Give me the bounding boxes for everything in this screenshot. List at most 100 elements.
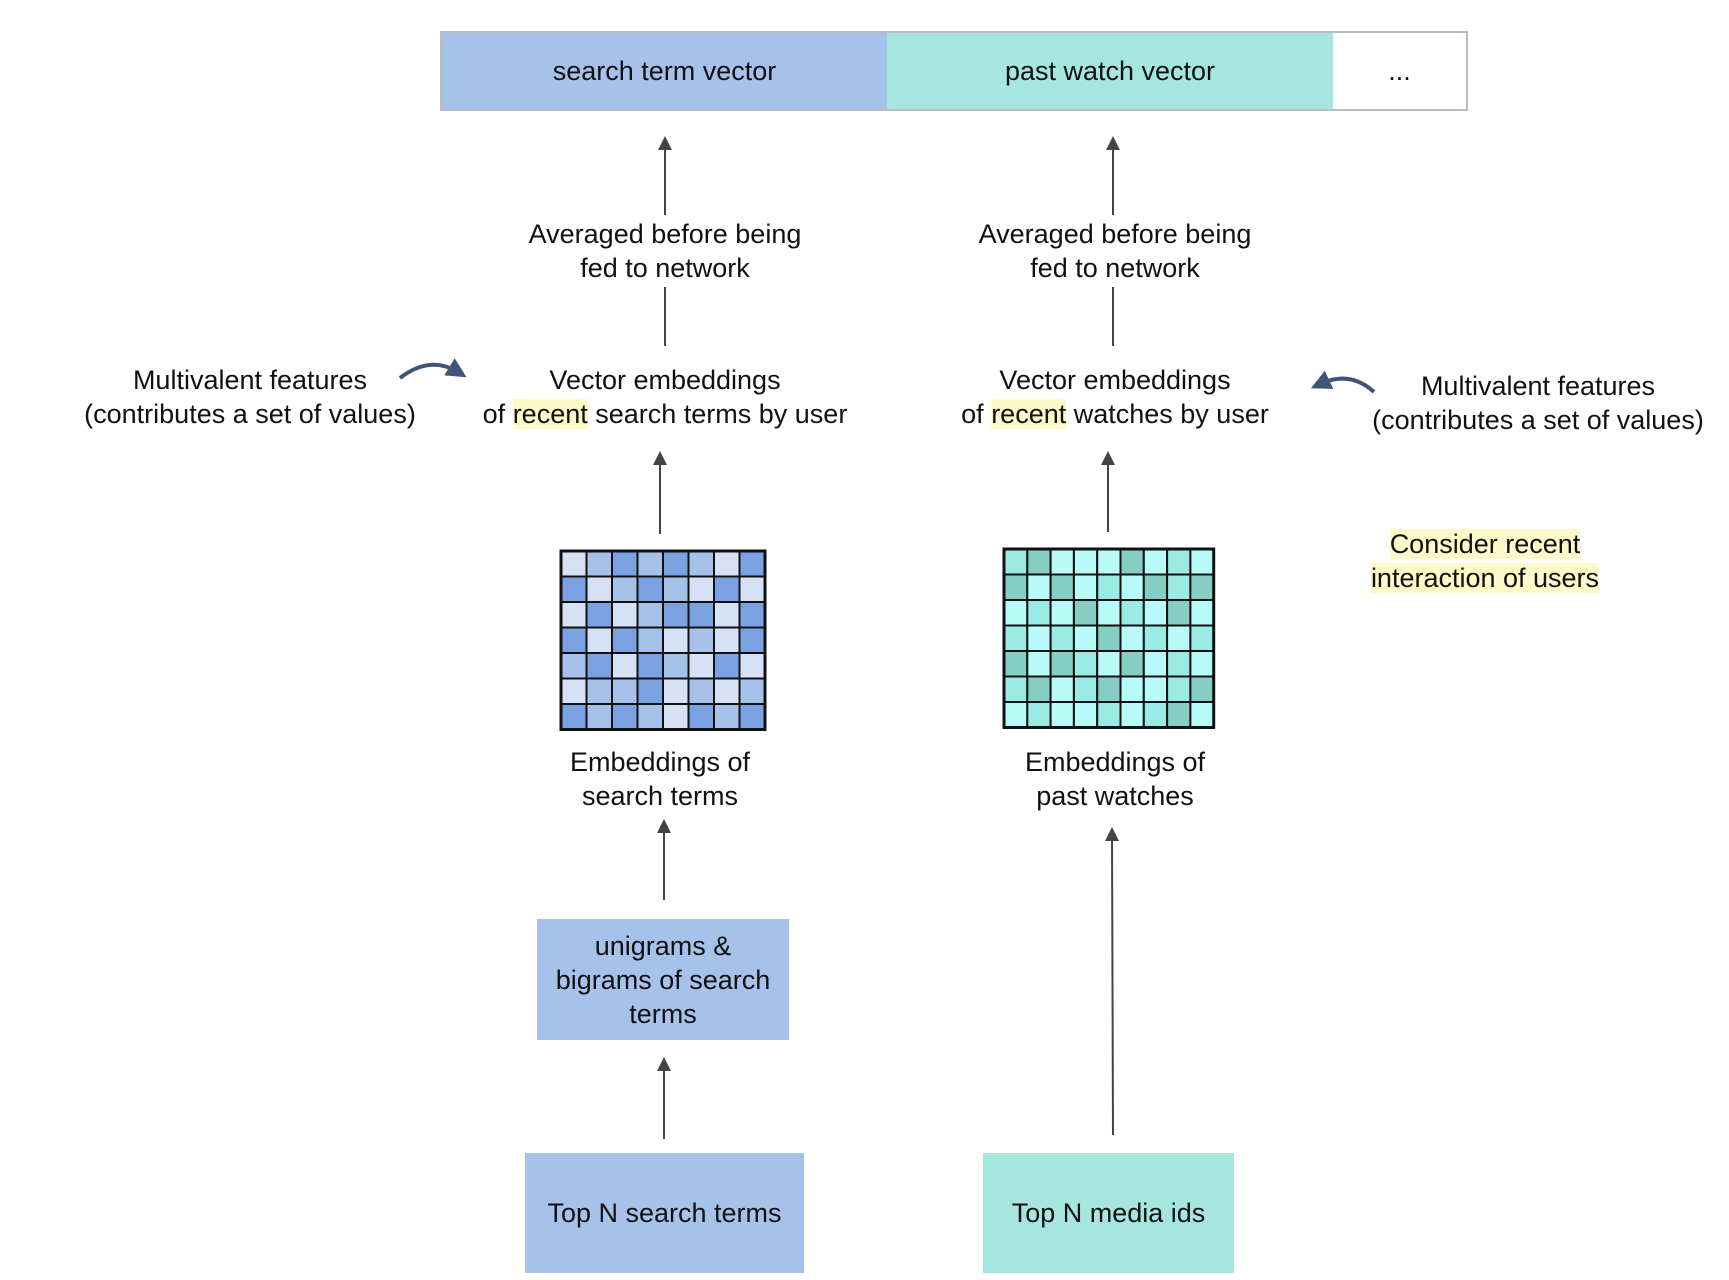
matrix-cell	[1049, 573, 1075, 601]
matrix-cell	[1189, 573, 1215, 601]
left-multivalent-label: Multivalent features (contributes a set …	[84, 365, 416, 429]
matrix-cell	[662, 703, 690, 731]
matrix-cell	[1049, 548, 1075, 576]
matrix-cell	[1026, 675, 1052, 703]
search-term-embedding-matrix	[559, 549, 767, 731]
matrix-cell	[1026, 650, 1052, 678]
matrix-cell	[1003, 675, 1029, 703]
matrix-cell	[636, 550, 664, 578]
matrix-cell	[1072, 701, 1099, 729]
matrix-cell	[1119, 548, 1145, 576]
matrix-cell	[738, 652, 766, 680]
matrix-cell	[585, 575, 613, 603]
matrix-cell	[1072, 650, 1099, 678]
arrow-right-to-embeddings	[1105, 827, 1120, 1136]
matrix-cell	[662, 601, 690, 629]
matrix-cell	[687, 703, 715, 731]
ngrams-box: unigrams & bigrams of search terms	[537, 919, 789, 1040]
matrix-cell	[713, 703, 741, 731]
matrix-cell	[560, 575, 588, 603]
right-embeddings-label: Embeddings of past watches	[1024, 747, 1206, 811]
matrix-cell	[1049, 650, 1075, 678]
matrix-cell	[636, 703, 664, 731]
matrix-cell	[1142, 599, 1169, 627]
matrix-cell	[687, 626, 715, 654]
matrix-cell	[687, 601, 715, 629]
matrix-cell	[1096, 573, 1122, 601]
matrix-cell	[1072, 624, 1099, 652]
matrix-cell	[560, 652, 588, 680]
curved-arrow-right	[1310, 370, 1376, 394]
matrix-cell	[560, 703, 588, 731]
matrix-cell	[585, 626, 613, 654]
matrix-cell	[1142, 624, 1169, 652]
matrix-cell	[1189, 599, 1215, 627]
matrix-cell	[1026, 573, 1052, 601]
matrix-cell	[1142, 573, 1169, 601]
right-averaged-label: Averaged before being fed to network	[978, 219, 1252, 283]
search-term-vector-segment: search term vector	[442, 33, 887, 109]
matrix-cell	[1026, 548, 1052, 576]
matrix-cell	[1189, 675, 1215, 703]
more-vector-segment: ...	[1333, 33, 1466, 109]
matrix-cell	[611, 626, 639, 654]
matrix-cell	[1142, 701, 1169, 729]
matrix-cell	[662, 652, 690, 680]
matrix-border	[559, 549, 767, 731]
matrix-cell	[1189, 624, 1215, 652]
matrix-cell	[560, 677, 588, 705]
matrix-cell	[1119, 701, 1145, 729]
matrix-cell	[1096, 675, 1122, 703]
matrix-cell	[1096, 624, 1122, 652]
recent-highlight: recent	[512, 399, 588, 429]
past-watch-vector-segment: past watch vector	[887, 33, 1333, 109]
matrix-cell	[636, 575, 664, 603]
top-n-search-terms-box: Top N search terms	[525, 1153, 804, 1273]
top-n-media-ids-box: Top N media ids	[983, 1153, 1234, 1273]
matrix-cell	[662, 575, 690, 603]
matrix-cell	[1003, 624, 1029, 652]
right-vector-embeddings-label: Vector embeddings of recent watches by u…	[961, 365, 1269, 429]
left-averaged-label: Averaged before being fed to network	[528, 219, 802, 283]
matrix-cell	[713, 626, 741, 654]
matrix-cell	[662, 550, 690, 578]
matrix-cell	[1119, 650, 1145, 678]
matrix-cell	[713, 550, 741, 578]
matrix-cell	[611, 575, 639, 603]
matrix-cell	[1166, 624, 1192, 652]
matrix-cell	[560, 550, 588, 578]
matrix-cell	[1096, 599, 1122, 627]
matrix-cell	[585, 652, 613, 680]
matrix-cell	[636, 601, 664, 629]
matrix-cell	[1049, 675, 1075, 703]
matrix-cell	[713, 575, 741, 603]
matrix-cell	[662, 677, 690, 705]
matrix-border	[1002, 547, 1216, 729]
matrix-cell	[636, 652, 664, 680]
matrix-cell	[1166, 650, 1192, 678]
matrix-cell	[713, 652, 741, 680]
matrix-cell	[687, 677, 715, 705]
matrix-cell	[738, 575, 766, 603]
matrix-cell	[687, 550, 715, 578]
matrix-cell	[1026, 701, 1052, 729]
matrix-cell	[1189, 701, 1215, 729]
matrix-cell	[1119, 675, 1145, 703]
matrix-cell	[585, 601, 613, 629]
matrix-cell	[1072, 548, 1099, 576]
matrix-cell	[1072, 573, 1099, 601]
matrix-cell	[1142, 650, 1169, 678]
matrix-cell	[1096, 701, 1122, 729]
matrix-cell	[611, 703, 639, 731]
matrix-cell	[1166, 599, 1192, 627]
matrix-cell	[1166, 675, 1192, 703]
matrix-cell	[1049, 701, 1075, 729]
matrix-cell	[611, 677, 639, 705]
matrix-cell	[1003, 599, 1029, 627]
matrix-cell	[738, 703, 766, 731]
left-vector-embeddings-label: Vector embeddings of recent search terms…	[482, 365, 848, 429]
matrix-cell	[687, 575, 715, 603]
matrix-cell	[636, 626, 664, 654]
matrix-cell	[1096, 650, 1122, 678]
